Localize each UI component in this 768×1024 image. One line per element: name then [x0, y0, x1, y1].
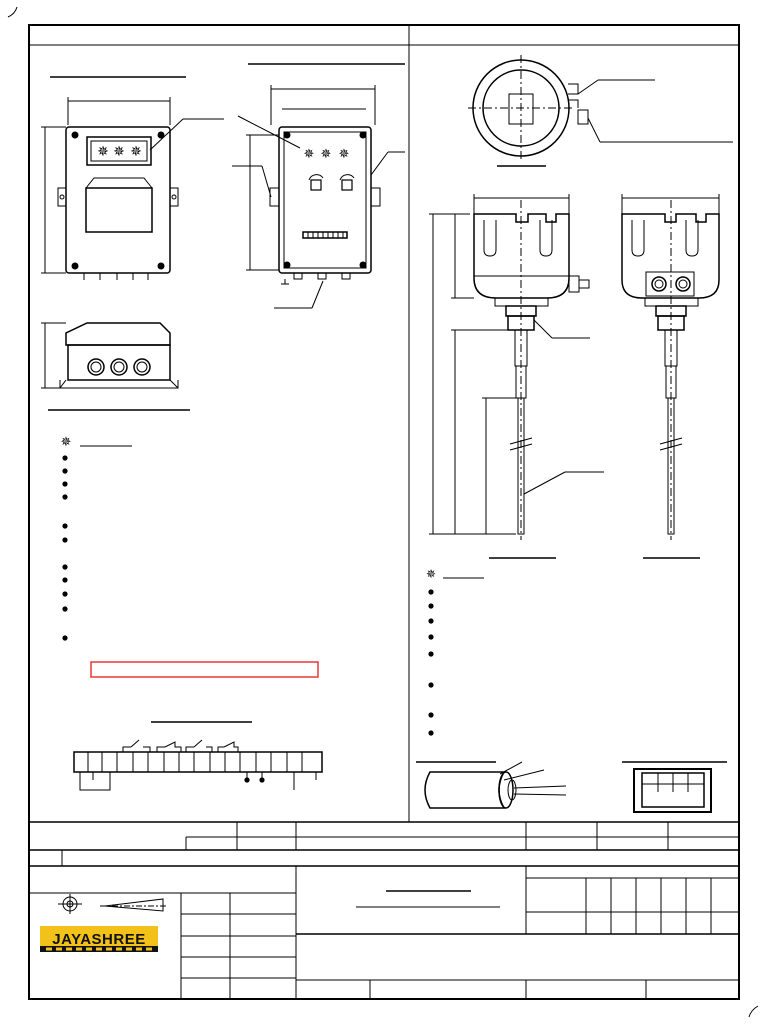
svg-text:✵: ✵ [61, 434, 72, 449]
svg-text:✵: ✵ [339, 146, 350, 161]
svg-text:✵: ✵ [426, 567, 436, 581]
notes-list-left: ✵ [61, 434, 132, 641]
svg-text:✵: ✵ [321, 146, 332, 161]
title-block [29, 866, 739, 999]
highlight-callout-box [90, 661, 319, 678]
sheet-border [28, 24, 740, 1000]
corner-mark-bottom-right [748, 1005, 759, 1018]
front-view-control-unit: ✵ ✵ ✵ [41, 76, 224, 280]
svg-text:✵: ✵ [304, 146, 315, 161]
svg-text:✵: ✵ [113, 143, 125, 159]
front-view-internal: ✵ ✵ ✵ [232, 63, 405, 309]
side-view-control-unit [41, 322, 190, 411]
sensor-probe-side-view-2 [621, 194, 720, 559]
connection-detail-box [622, 761, 727, 813]
revision-table [29, 821, 739, 867]
svg-text:✵: ✵ [130, 143, 142, 159]
sensor-probe-side-view-1 [429, 194, 604, 559]
company-logo: JAYASHREE [40, 926, 158, 952]
notes-list-right: ✵ [426, 567, 484, 736]
terminal-wiring-diagram [73, 721, 323, 791]
cable-detail [416, 761, 567, 809]
corner-mark-top-left [7, 6, 18, 18]
sensor-head-top-view [468, 55, 733, 167]
company-logo-wordmark: JAYASHREE [52, 931, 145, 948]
svg-text:✵: ✵ [97, 143, 109, 159]
